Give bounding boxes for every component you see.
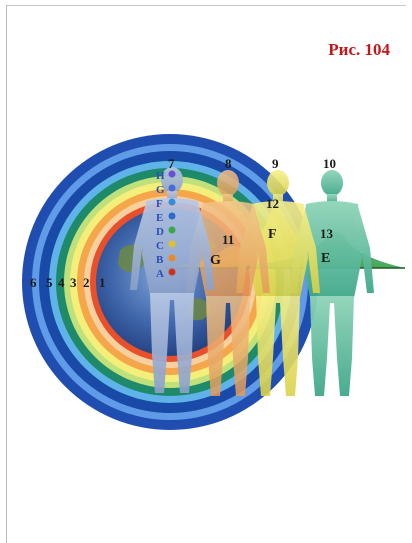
ring-number-5: 5: [46, 275, 53, 290]
chakra-letter-g: G: [156, 184, 165, 196]
body-number-7: 7: [168, 156, 175, 171]
field-letter-e: E: [321, 251, 330, 266]
chakra-letter-c: C: [156, 240, 164, 252]
ring-number-2: 2: [83, 275, 90, 290]
ring-number-6: 6: [30, 275, 37, 290]
chakra-letter-b: B: [156, 254, 164, 266]
field-number-11: 11: [222, 232, 234, 247]
chakra-letter-d: D: [156, 226, 164, 238]
chakra-letter-h: H: [156, 170, 165, 182]
ring-number-4: 4: [58, 275, 65, 290]
ring-number-3: 3: [70, 275, 77, 290]
field-number-12: 12: [266, 196, 279, 211]
ring-number-1: 1: [99, 275, 106, 290]
chakra-letter-a: A: [156, 268, 164, 280]
field-number-13: 13: [320, 226, 334, 241]
field-letter-g: G: [210, 253, 221, 268]
field-letter-f: F: [268, 227, 277, 242]
chakra-letter-f: F: [156, 198, 163, 210]
chakra-letter-e: E: [156, 212, 163, 224]
body-number-9: 9: [272, 156, 279, 171]
body-number-10: 10: [323, 156, 336, 171]
body-number-8: 8: [225, 156, 232, 171]
